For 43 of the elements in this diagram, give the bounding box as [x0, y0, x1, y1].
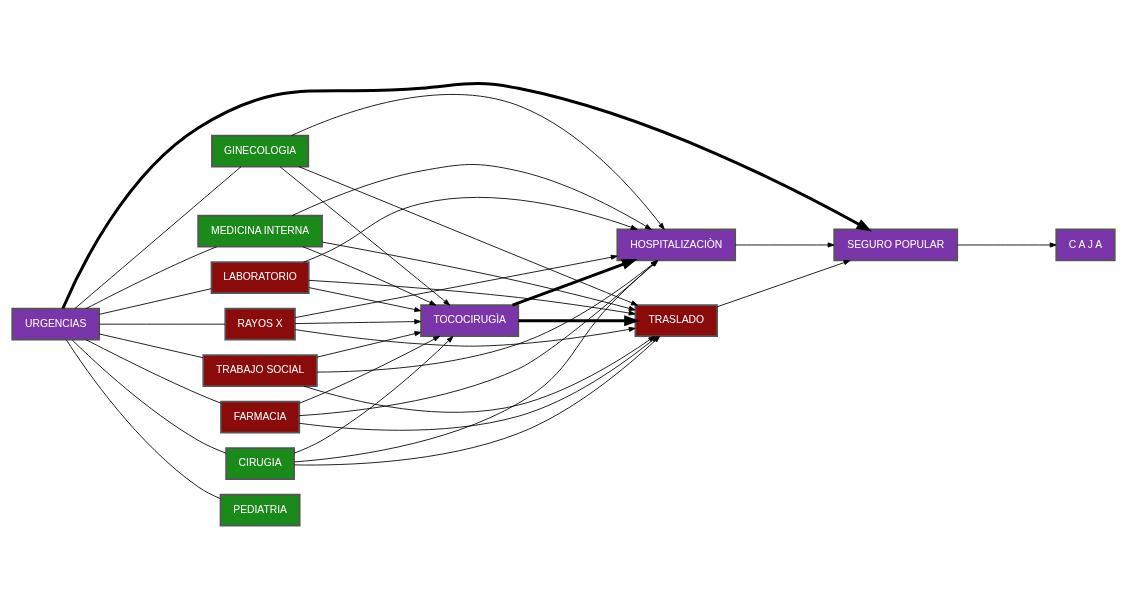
arrow: [294, 326, 636, 347]
arrow: [518, 315, 640, 327]
node-box: MEDICINA INTERNA: [197, 214, 323, 248]
arrow: [308, 279, 636, 316]
arrow: [291, 94, 665, 230]
node-box: TOCOCIRUGÌA: [420, 304, 520, 338]
node-box: RAYOS X: [224, 307, 296, 341]
connector: [98, 288, 212, 315]
arrow: [735, 242, 835, 248]
node-box: HOSPITALIZACIÒN: [616, 228, 737, 262]
connector: [98, 333, 204, 359]
arrow: [321, 241, 636, 311]
arrow: [279, 166, 451, 306]
arrow: [302, 246, 437, 306]
node-box: SEGURO POPULAR: [833, 228, 959, 262]
node-box: TRABAJO SOCIAL: [202, 354, 318, 387]
connector: [74, 166, 242, 309]
node-box: LABORATORIO: [210, 261, 310, 295]
arrow: [298, 335, 441, 404]
arrow: [293, 336, 454, 454]
node-box: FARMACIA: [220, 400, 301, 434]
node-box: TRASLADO: [634, 304, 718, 338]
arrow: [294, 319, 422, 325]
connector: [98, 323, 226, 325]
node-box: URGENCIAS: [11, 307, 100, 341]
arrow: [298, 166, 638, 306]
arrow: [511, 259, 638, 307]
node-box: CIRUGIA: [225, 447, 295, 480]
arrow: [316, 331, 422, 358]
connector: [85, 339, 222, 404]
connector: [71, 339, 227, 454]
node-box: PEDIATRIA: [219, 493, 301, 527]
connector: [65, 339, 221, 499]
node-box: GINECOLOGIA: [211, 134, 310, 168]
arrow: [61, 82, 872, 310]
arrow: [303, 196, 638, 263]
arrow: [956, 242, 1057, 248]
arrow: [716, 260, 851, 308]
connector: [85, 246, 218, 310]
node-box: C A J A: [1055, 228, 1116, 262]
arrow: [291, 164, 652, 230]
arrow: [294, 254, 618, 319]
arrow: [308, 287, 422, 313]
